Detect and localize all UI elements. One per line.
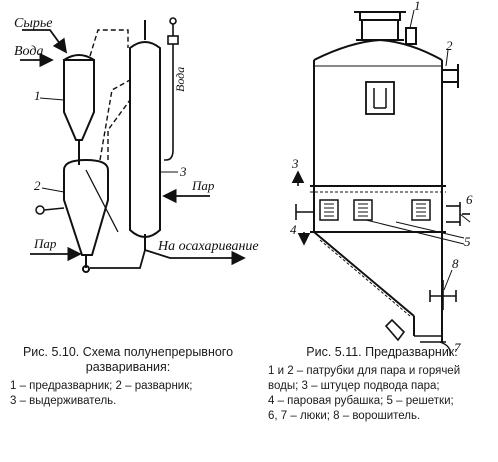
side-pipe-2 bbox=[442, 64, 459, 88]
fig-5-10-caption-body-2: 3 – выдерживатель. bbox=[10, 395, 117, 407]
left-steam-inlet bbox=[291, 170, 314, 246]
label-number-2: 2 bbox=[34, 178, 41, 193]
label-fig511-4: 4 bbox=[290, 222, 297, 237]
label-fig511-3: 3 bbox=[291, 156, 299, 171]
label-number-3: 3 bbox=[179, 164, 187, 179]
fig-5-10-diagram bbox=[20, 17, 246, 273]
dashed-transfer-line bbox=[89, 29, 129, 57]
conical-bottom bbox=[313, 231, 451, 357]
pre-cooker-body bbox=[313, 38, 443, 232]
feed-lines bbox=[20, 29, 68, 68]
agitator-8 bbox=[429, 280, 457, 310]
label-raw: Сырье bbox=[14, 16, 52, 31]
fig-5-11-caption: Рис. 5.11. Предразварник: 1 и 2 – патруб… bbox=[268, 345, 496, 424]
fig-5-11-caption-body-1: 1 и 2 – патрубки для пара и горячей bbox=[268, 365, 461, 377]
cooker-vessel-2 bbox=[35, 158, 119, 273]
fig-5-11-caption-body-2: воды; 3 – штуцер подвода пара; bbox=[268, 380, 440, 392]
steam-jacket-4 bbox=[310, 185, 446, 233]
top-flange bbox=[354, 11, 417, 45]
label-fig511-8: 8 bbox=[452, 256, 459, 271]
cooker-to-column-line bbox=[90, 249, 146, 269]
label-number-1: 1 bbox=[34, 88, 41, 103]
label-steam-left: Пар bbox=[33, 236, 57, 251]
fig-5-11-labels: 1 2 3 4 5 6 7 8 bbox=[290, 0, 473, 355]
label-water-left: Вода bbox=[14, 44, 43, 59]
fig-5-11-caption-body-3: 4 – паровая рубашка; 5 – решетки; bbox=[268, 395, 454, 407]
label-steam-right: Пар bbox=[191, 178, 215, 193]
fig-5-10-labels: Сырье Вода Вода Пар Пар На осахаривание … bbox=[14, 16, 259, 254]
holding-tank-vessel-3 bbox=[129, 20, 161, 250]
fig-5-10-caption-title-2: разваривания: bbox=[85, 360, 171, 374]
label-fig511-5: 5 bbox=[464, 234, 471, 249]
fig-5-11-caption-body-4: 6, 7 – люки; 8 – ворошитель. bbox=[268, 410, 421, 422]
fig-5-10-caption-title-1: Рис. 5.10. Схема полунепрерывного bbox=[22, 345, 234, 359]
label-fig511-6: 6 bbox=[466, 192, 473, 207]
water-line-top bbox=[164, 17, 179, 161]
fig-5-10-caption: Рис. 5.10. Схема полунепрерывного развар… bbox=[10, 345, 246, 409]
label-fig511-2: 2 bbox=[446, 38, 453, 53]
label-to-saccharification: На осахаривание bbox=[157, 239, 259, 254]
label-fig511-7: 7 bbox=[454, 340, 461, 355]
fig-5-11-caption-title: Рис. 5.11. Предразварник: bbox=[306, 345, 458, 359]
pre-cooker-vessel-1 bbox=[63, 54, 95, 165]
fig-5-10-caption-body-1: 1 – предразварник; 2 – разварник; bbox=[10, 380, 193, 392]
outlet-to-saccharification bbox=[144, 249, 246, 266]
fig-5-11-diagram bbox=[291, 9, 471, 357]
label-fig511-1: 1 bbox=[414, 0, 421, 13]
label-water-top: Вода bbox=[173, 67, 187, 92]
